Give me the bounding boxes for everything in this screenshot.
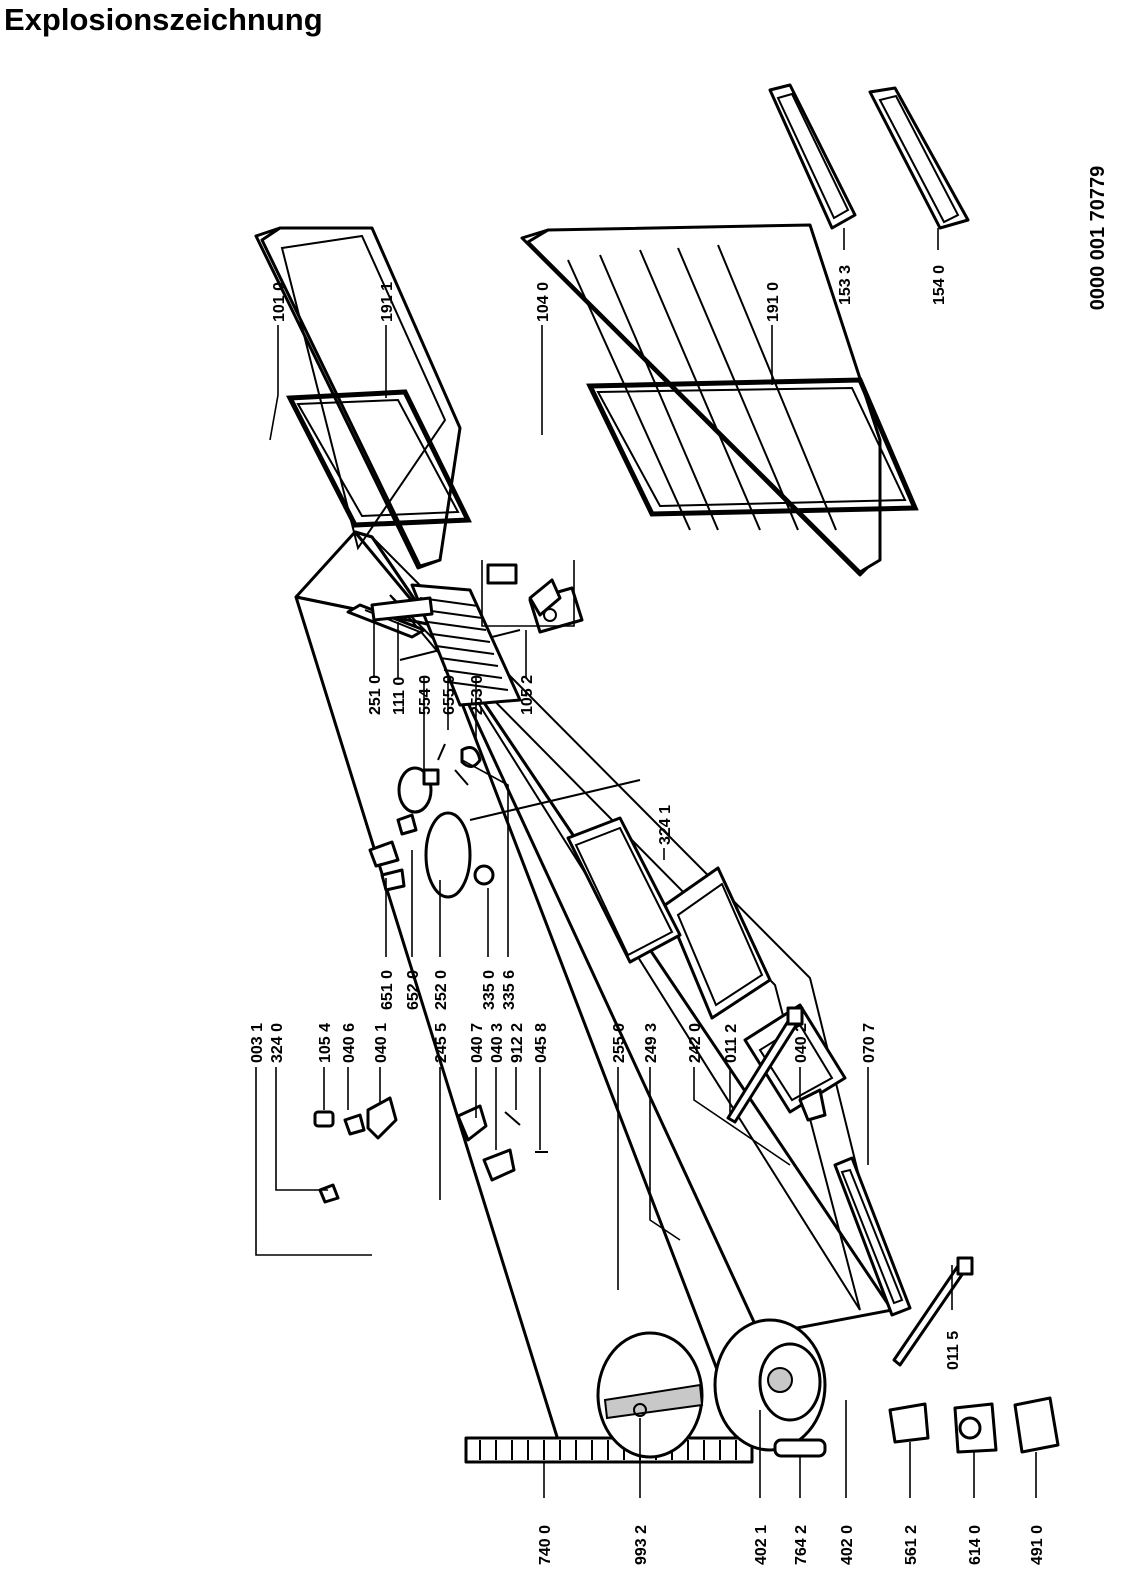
page-title: Explosionszeichnung (4, 2, 323, 37)
label-040-7: 040 7 (469, 1023, 486, 1063)
label-253-0: 253 0 (469, 675, 486, 715)
label-242-0: 242 0 (687, 1023, 704, 1063)
hinge-strip-011-5 (892, 1256, 974, 1367)
thermostat-assembly (368, 596, 495, 899)
label-040-6: 040 6 (341, 1023, 358, 1063)
label-740-0: 740 0 (537, 1525, 554, 1565)
label-335-6: 335 6 (501, 970, 518, 1010)
label-111-0: 111 0 (391, 677, 408, 715)
label-324-0: 324 0 (269, 1023, 286, 1063)
label-011-5: 011 5 (945, 1331, 962, 1370)
label-045-8: 045 8 (533, 1023, 550, 1063)
label-561-2: 561 2 (903, 1525, 920, 1565)
label-003-1: 003 1 (249, 1023, 266, 1063)
label-105-4: 105 4 (317, 1023, 334, 1063)
label-912-2: 912 2 (509, 1023, 526, 1063)
leader-lines (255, 228, 1037, 1498)
label-153-3: 153 3 (837, 265, 854, 305)
filter-drier (773, 1438, 827, 1458)
label-191-0: 191 0 (765, 282, 782, 322)
label-104-0: 104 0 (535, 282, 552, 322)
label-255-0: 255 0 (611, 1023, 628, 1063)
kick-plate-070-7 (833, 1156, 912, 1317)
detail-circle-993-2 (596, 1331, 704, 1459)
label-040-3: 040 3 (489, 1023, 506, 1063)
label-652-0: 652 0 (405, 970, 422, 1010)
label-154-0: 154 0 (931, 265, 948, 305)
small-fittings-top (313, 1096, 548, 1204)
label-651-0: 651 0 (379, 970, 396, 1010)
label-011-2: 011 2 (723, 1024, 740, 1063)
label-993-2: 993 2 (633, 1525, 650, 1565)
compressor (713, 1318, 827, 1452)
condenser (464, 1436, 754, 1464)
hinge-set-105-2 (481, 560, 575, 627)
label-251-0: 251 0 (367, 675, 384, 715)
label-324-1: 324 1 (657, 805, 674, 845)
freezer-door (254, 226, 462, 570)
label-040-2: 040 2 (793, 1023, 810, 1063)
label-491-0: 491 0 (1029, 1525, 1046, 1565)
part-labels: 003 1 324 0 105 4 040 6 040 1 245 5 040 … (249, 265, 1046, 1565)
label-402-1: 402 1 (753, 1525, 770, 1565)
fridge-door (520, 223, 882, 577)
label-335-0: 335 0 (481, 970, 498, 1010)
label-614-0: 614 0 (967, 1525, 984, 1565)
label-402-0: 402 0 (839, 1525, 856, 1565)
label-191-1: 191 1 (379, 282, 396, 322)
label-040-1: 040 1 (373, 1023, 390, 1063)
label-101-0: 101 0 (271, 282, 288, 322)
label-105-2: 105 2 (519, 675, 536, 715)
document-number: 0000 001 70779 (1087, 166, 1109, 311)
glass-shelf-255-0 (663, 866, 772, 1020)
label-070-7: 070 7 (861, 1023, 878, 1063)
door-bin-154-0 (868, 86, 970, 230)
label-249-3: 249 3 (643, 1023, 660, 1063)
label-252-0: 252 0 (433, 970, 450, 1010)
fridge-door-gasket (586, 377, 919, 517)
label-245-5: 245 5 (433, 1023, 450, 1063)
hinge-040-2 (798, 1088, 827, 1122)
hinge-strip-011-2 (726, 1006, 804, 1124)
freezer-door-gasket (286, 389, 472, 528)
label-764-2: 764 2 (793, 1525, 810, 1565)
loose-parts-bottom (888, 1396, 1060, 1454)
door-bin-153-3 (768, 83, 857, 230)
door-shelf-324-1 (566, 816, 682, 964)
label-655-0: 655 0 (441, 675, 458, 715)
label-554-0: 554 0 (417, 675, 434, 715)
